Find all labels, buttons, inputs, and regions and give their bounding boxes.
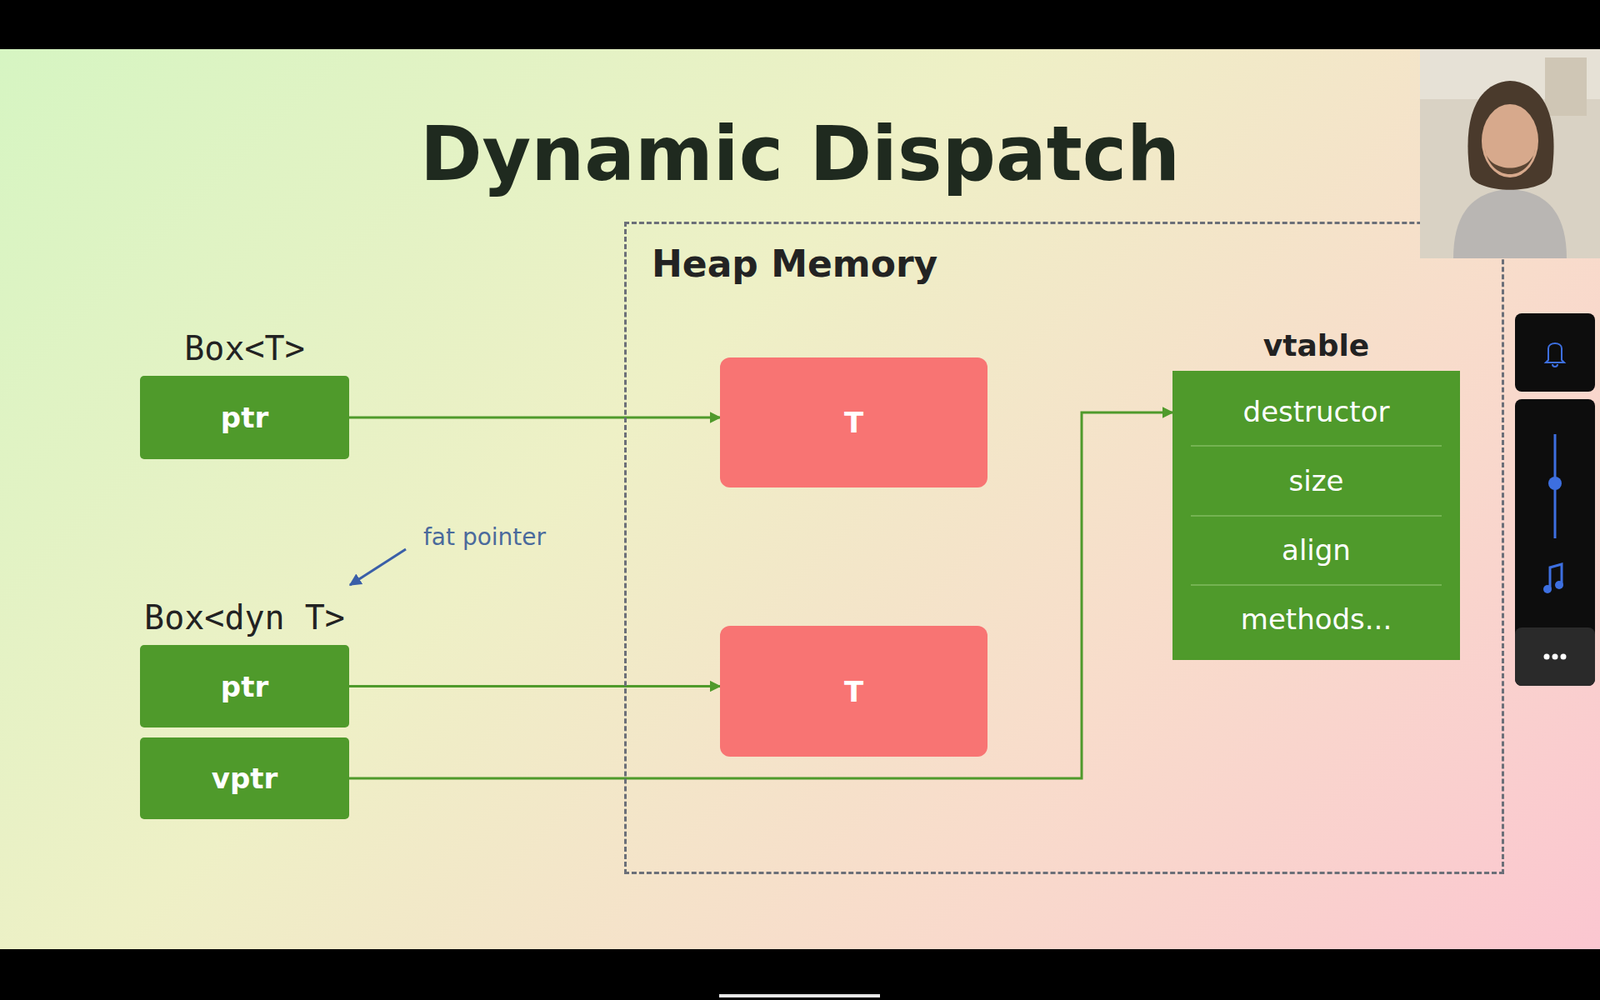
vtable-heading: vtable: [1263, 328, 1370, 363]
pointer-box: vptr: [140, 737, 350, 820]
box-label: T: [844, 675, 864, 709]
progress-bar: [719, 994, 880, 998]
leader-arrow: [350, 549, 406, 585]
region-title: Heap Memory: [651, 242, 938, 285]
heap-value-box: T: [720, 357, 988, 488]
pointer-box: Box<T>ptr: [140, 375, 350, 460]
webcam-thumbnail: [1420, 49, 1600, 259]
type-heading: Box<T>: [184, 329, 305, 368]
side-toolbar: [1515, 313, 1597, 689]
box-label: ptr: [220, 670, 269, 704]
type-heading: Box<dyn T>: [144, 598, 345, 637]
vtable-entry: size: [1190, 445, 1442, 515]
vtable-entry: methods...: [1190, 584, 1442, 654]
callout-label: fat pointer: [423, 523, 546, 551]
box-label: ptr: [220, 400, 269, 435]
slide-title: Dynamic Dispatch: [0, 110, 1600, 198]
pointer-box: Box<dyn T>ptr: [140, 645, 350, 728]
heap-value-box: T: [720, 625, 988, 757]
heap-region: Heap MemoryTvtabledestructorsizealignmet…: [624, 221, 1505, 875]
pointer-arrow: [349, 416, 720, 420]
vtable-entry: align: [1190, 515, 1442, 585]
box-label: T: [844, 405, 864, 440]
box-label: vptr: [211, 761, 279, 795]
pointer-arrow: [349, 685, 720, 688]
vtable-entry: destructor: [1190, 377, 1442, 445]
vtable-box: vtabledestructorsizealignmethods...: [1172, 370, 1460, 660]
